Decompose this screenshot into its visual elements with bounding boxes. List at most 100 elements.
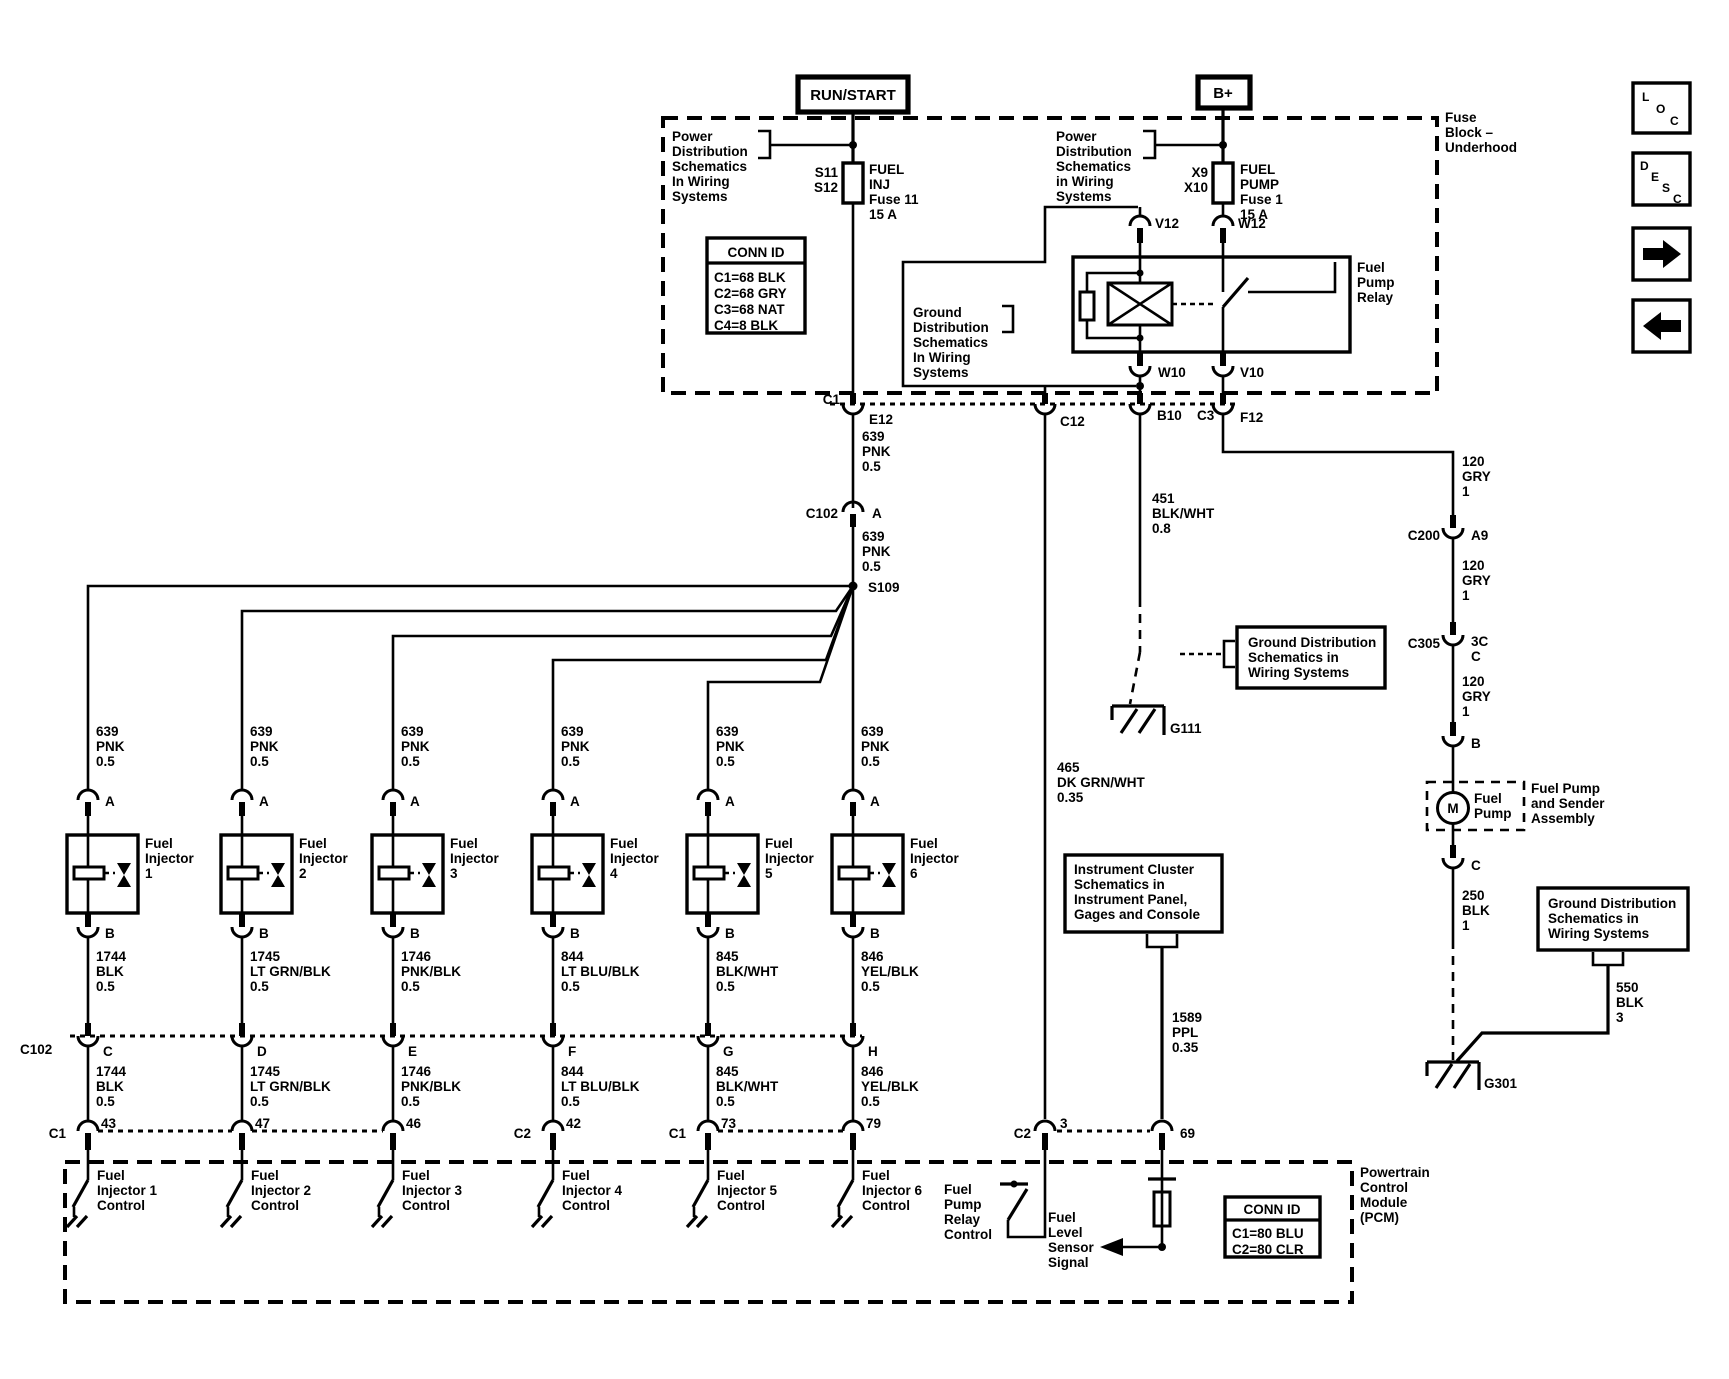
- desc-button[interactable]: [1631, 151, 1692, 207]
- c102-row-label: C102: [20, 1042, 52, 1057]
- connector-arc-pin69: [1150, 1119, 1174, 1132]
- conn-e12-label: E12: [869, 412, 893, 427]
- conn-id-row: C1=68 BLK: [714, 270, 786, 285]
- pin-b-label: B: [570, 926, 580, 941]
- desc-letter: S: [1662, 181, 1670, 195]
- branch-wire: [240, 585, 855, 790]
- conn-c200-pin: A9: [1471, 528, 1488, 543]
- connector-arc-a: [76, 788, 100, 801]
- mini-ground-icon: [219, 1214, 243, 1229]
- fuse-pump-symbol: [1211, 161, 1235, 205]
- loc-button[interactable]: [1631, 81, 1692, 135]
- wire: [1085, 320, 1140, 340]
- connector-arc-pcm-pin: [230, 1119, 254, 1132]
- injector-valve-icon: [422, 863, 436, 875]
- junction-dot: [849, 141, 857, 149]
- branch-wire: [391, 585, 855, 790]
- driver-switch-blade: [225, 1179, 244, 1208]
- pin-b-label: B: [410, 926, 420, 941]
- conn-c305-label: C305: [1408, 636, 1441, 651]
- connector-arc-v10: [1211, 365, 1235, 378]
- injector-valve-icon: [737, 875, 751, 887]
- conn-id-row: C2=68 GRY: [714, 286, 787, 301]
- mini-ground-icon: [685, 1214, 709, 1229]
- connector-arc-a: [230, 788, 254, 801]
- pcm-conn-id-title: CONN ID: [1244, 1202, 1301, 1217]
- ground-symbol-g111: [1110, 704, 1166, 735]
- pin-b-label: B: [725, 926, 735, 941]
- injector-valve-icon: [271, 863, 285, 875]
- pin-b-label: B: [870, 926, 880, 941]
- ground-dist-right-box: [1536, 886, 1690, 952]
- pcm-pin-number: 47: [255, 1116, 270, 1131]
- conn-f12-label: F12: [1240, 410, 1263, 425]
- branch-wire: [86, 584, 853, 790]
- ground-hatch: [1119, 708, 1157, 734]
- connector-arc-b: [381, 926, 405, 939]
- connector-arc-b: [1441, 735, 1465, 748]
- pcm-conn-label: C1: [49, 1126, 67, 1141]
- right-arrow-icon: [1643, 240, 1681, 268]
- relay-pin-w12: W12: [1238, 216, 1266, 231]
- pcm-pin-number: 73: [721, 1116, 737, 1131]
- connector-arc-c200: [1441, 527, 1465, 540]
- fuel-pump-assembly-box: [1425, 780, 1526, 832]
- conn-id-box: [705, 236, 807, 335]
- wire-120: [1221, 414, 1455, 515]
- pin-b-label: B: [105, 926, 115, 941]
- branch-wire: [551, 585, 855, 790]
- left-arrow-icon: [1643, 312, 1681, 340]
- connector-arc-a: [696, 788, 720, 801]
- loc-letter: O: [1656, 102, 1665, 116]
- pullup-resistor: [1152, 1190, 1172, 1228]
- driver-switch-blade: [536, 1179, 555, 1208]
- connector-arc-c102: [841, 500, 865, 513]
- mini-ground-icon: [370, 1214, 394, 1229]
- pcm-conn-label: C1: [669, 1126, 687, 1141]
- driver-switch-blade: [691, 1179, 710, 1208]
- connector-arc-a: [381, 788, 405, 801]
- wire-550: [1455, 965, 1610, 1063]
- c102-row-pin: H: [868, 1044, 878, 1059]
- pcm-pin-number: 79: [866, 1116, 881, 1131]
- driver-switch-blade: [376, 1179, 395, 1208]
- connector-arc-pcm-pin: [696, 1119, 720, 1132]
- conn-c-label: C: [1471, 858, 1481, 873]
- wire: [1006, 1150, 1047, 1239]
- ground-hatch: [1434, 1063, 1472, 1089]
- ground-dist-mid-box: [1235, 625, 1387, 690]
- pin3-conn-label: C2: [1014, 1126, 1031, 1141]
- junction-dot: [1010, 1180, 1018, 1188]
